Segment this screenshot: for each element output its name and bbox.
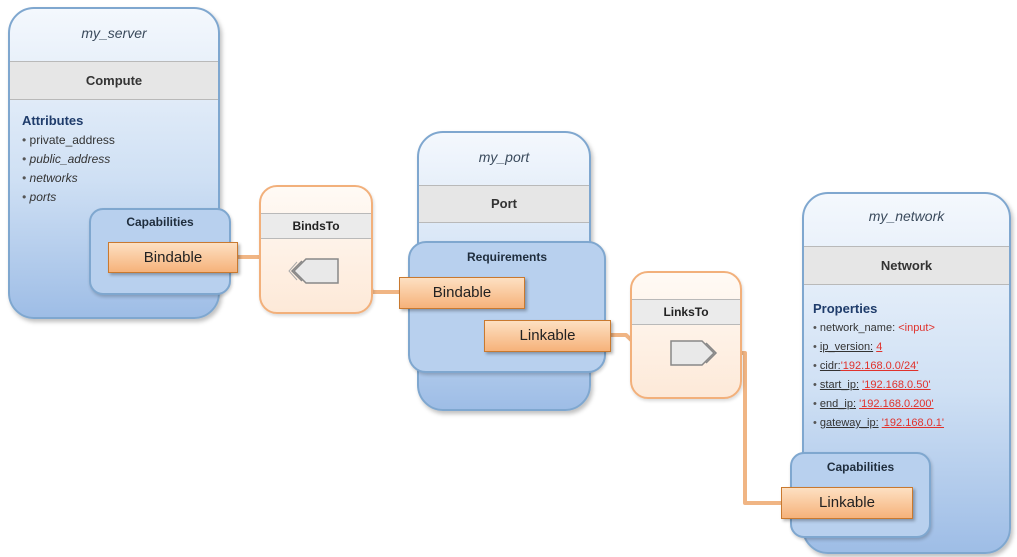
server-capabilities-title: Capabilities [126,215,194,229]
properties-list: network_name: <input> ip_version: 4 cidr… [813,319,944,433]
network-linkable-capability[interactable]: Linkable [781,487,913,519]
attribute-item: private_address [22,131,115,150]
attribute-item: ports [22,188,115,207]
property-item: cidr:'192.168.0.0/24' [813,357,944,376]
property-item: gateway_ip: '192.168.0.1' [813,414,944,433]
port-bindable-requirement[interactable]: Bindable [399,277,525,309]
properties-title: Properties [813,301,878,316]
server-type: Compute [10,61,218,100]
network-capabilities-title: Capabilities [826,460,895,474]
attribute-item: public_address [22,150,115,169]
linksto-title: LinksTo [632,299,740,325]
network-name: my_network [868,208,945,224]
port-linkable-requirement[interactable]: Linkable [484,320,611,352]
network-type: Network [804,246,1009,285]
port-name: my_port [478,149,530,165]
bindsto-relationship[interactable]: BindsTo [259,185,373,314]
linksto-connector-icon [670,340,718,366]
server-name: my_server [81,25,147,41]
bindsto-title: BindsTo [261,213,371,239]
attributes-title: Attributes [22,113,84,128]
requirements-title: Requirements [466,250,548,264]
server-bindable-capability[interactable]: Bindable [108,242,238,273]
attributes-list: private_address public_address networks … [22,131,115,207]
property-item: network_name: <input> [813,319,944,338]
attribute-item: networks [22,169,115,188]
linksto-relationship[interactable]: LinksTo [630,271,742,399]
property-item: start_ip: '192.168.0.50' [813,376,944,395]
bindsto-connector-icon [288,258,339,284]
property-item: end_ip: '192.168.0.200' [813,395,944,414]
server-node: my_server Compute Attributes private_add… [8,7,220,319]
property-item: ip_version: 4 [813,338,944,357]
port-type: Port [419,185,589,223]
